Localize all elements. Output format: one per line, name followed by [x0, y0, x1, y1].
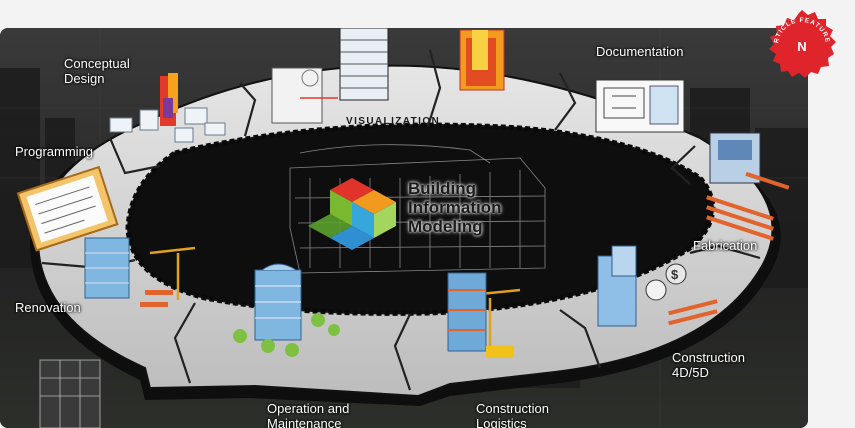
wireframe-building [289, 144, 546, 274]
bim-title: Building Information Modeling [408, 179, 502, 236]
featured-article-badge[interactable]: ARTICLE FEATURED N N [761, 3, 840, 84]
stage-operation-line2: Maintenance [267, 416, 342, 428]
stage-conceptual-design-line1: Conceptual [64, 56, 130, 71]
construction-4d5d-icon: $ [597, 245, 718, 327]
steel-beam-icon [706, 132, 790, 241]
clipboard-icon [16, 165, 119, 252]
bim-title-line1: Building [408, 179, 476, 198]
ring-label-visualization: VISUALIZATION [346, 116, 441, 127]
stage-construction-4d5d-line2: 4D/5D [672, 365, 709, 380]
stage-renovation: Renovation [15, 300, 81, 315]
blueprint-icon [595, 79, 685, 133]
logistics-building-icon [447, 272, 514, 358]
building-icon [254, 263, 302, 341]
bim-title-line3: Modeling [408, 217, 483, 236]
bim-title-line2: Information [408, 198, 502, 217]
tree-icon [233, 313, 340, 357]
stage-construction-4d5d: Construction 4D/5D [672, 350, 745, 380]
wireframe-small-building [39, 359, 101, 428]
visualization-building-icon [271, 28, 505, 124]
bim-lifecycle-diagram: $ VISUALIZATION Building Information Mod… [0, 28, 808, 428]
stage-operation-maintenance: Operation and Maintenance [267, 401, 349, 428]
bim-cube-icon [308, 178, 396, 250]
stage-conceptual-design: Conceptual Design [64, 56, 130, 86]
conceptual-massing-icon [109, 73, 226, 143]
stage-documentation: Documentation [596, 44, 684, 59]
badge-seal-icon: ARTICLE FEATURED N [761, 3, 836, 78]
stage-logistics-line1: Construction [476, 401, 549, 416]
svg-text:N: N [797, 39, 806, 54]
stage-operation-line1: Operation and [267, 401, 350, 416]
svg-text:$: $ [671, 267, 679, 282]
dollar-icon [665, 263, 687, 285]
stage-construction-logistics: Construction Logistics [476, 401, 549, 428]
stage-construction-4d5d-line1: Construction [672, 350, 745, 365]
stage-fabrication: Fabrication [693, 238, 758, 253]
stage-conceptual-design-line2: Design [64, 71, 105, 86]
renovation-building-icon [84, 237, 130, 299]
diagram-artwork: $ [0, 28, 808, 428]
stage-programming: Programming [15, 144, 94, 159]
clock-icon [645, 279, 667, 301]
stage-logistics-line2: Logistics [476, 416, 527, 428]
